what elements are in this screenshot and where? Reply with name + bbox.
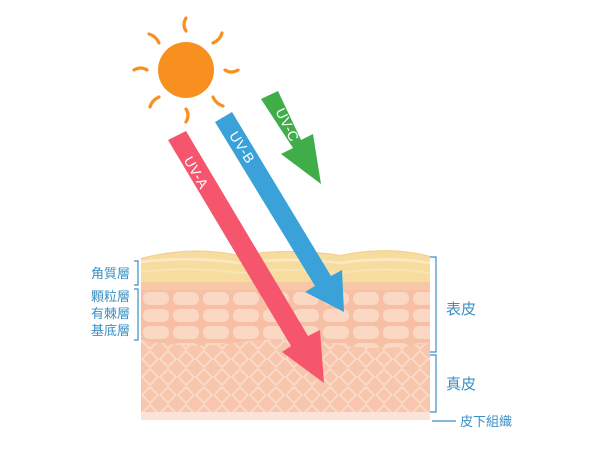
- granular-band: [141, 280, 430, 290]
- uvc-label: UV-C: [273, 105, 303, 144]
- left-layer-labels: 角質層 顆粒層 有棘層 基底層: [91, 260, 139, 341]
- corneum-bracket: [134, 260, 139, 286]
- dermis-label: 真皮: [446, 375, 476, 393]
- subcutaneous-label: 皮下組織: [460, 415, 512, 430]
- stratum-corneum-layer: [141, 250, 430, 282]
- epidermis-label: 表皮: [446, 300, 476, 318]
- stratum-corneum-label: 角質層: [91, 267, 130, 282]
- stratum-basale-label: 基底層: [91, 323, 130, 339]
- stratum-granulosum-label: 顆粒層: [91, 290, 130, 305]
- stratum-spinosum-label: 有棘層: [91, 307, 130, 322]
- right-layer-labels: 表皮 真皮 皮下組織: [430, 256, 512, 430]
- living-epidermis-bracket: [134, 288, 139, 341]
- sun-icon: [132, 16, 240, 124]
- epidermis-bracket: [430, 256, 437, 353]
- skin-cross-section: [141, 250, 430, 420]
- uvc-ray: UV-C: [261, 91, 321, 184]
- dermis-bracket: [430, 354, 437, 413]
